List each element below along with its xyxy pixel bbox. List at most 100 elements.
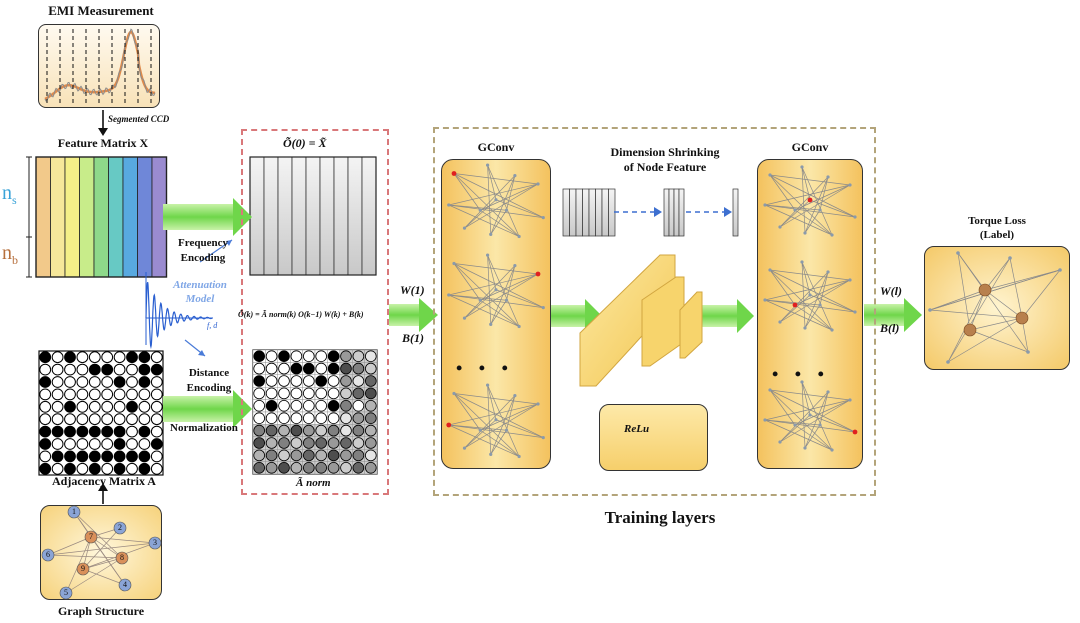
graph-node [800, 165, 804, 169]
adj-cell [101, 363, 114, 376]
graph-edge [779, 271, 829, 323]
graph-edge [490, 210, 507, 235]
training-layers-label: Training layers [604, 508, 716, 527]
graph-edge [448, 294, 544, 308]
adj-cell [76, 400, 89, 413]
graph-node [818, 208, 822, 212]
graph-node [541, 436, 545, 440]
graph-node [800, 380, 804, 384]
torque-graph-node [978, 283, 992, 297]
graph-edge [801, 166, 811, 201]
adj-cell [101, 400, 114, 413]
graph-edge [794, 304, 833, 331]
arrowhead-emi [98, 128, 108, 136]
anorm-cell [364, 387, 377, 400]
anorm-cell [352, 399, 365, 412]
graph-node [768, 173, 772, 177]
graph-edge [448, 204, 544, 218]
anorm-cell [364, 437, 377, 449]
adj-cell [138, 425, 151, 438]
ellipsis-right: • • • [772, 364, 830, 384]
network-graph [763, 165, 857, 237]
atten-arrow-up-head [226, 240, 232, 246]
graph-node-label: 8 [120, 553, 124, 562]
adj-cell [76, 388, 89, 401]
graph-edge [769, 269, 796, 306]
graph-edge [769, 269, 856, 313]
torque-graph-node [1026, 350, 1030, 354]
adj-cell [150, 425, 163, 438]
adj-cell [76, 438, 89, 450]
graph-edge [764, 299, 833, 331]
anorm-cell [340, 412, 352, 425]
anorm-cell [352, 449, 365, 462]
graph-edge [448, 424, 544, 438]
anorm-cell [340, 437, 352, 449]
graph-edge [448, 273, 539, 296]
anorm-cell [364, 399, 377, 412]
shrink-bar-small [732, 188, 739, 237]
n-s-label: ns [2, 182, 17, 207]
anorm-cell [352, 437, 365, 449]
anorm-cell [253, 449, 266, 462]
anorm-cell [290, 350, 303, 363]
graph-node [462, 226, 467, 230]
adj-cell [113, 363, 126, 376]
graph-edge [769, 389, 796, 426]
graph-edge [487, 165, 492, 235]
adj-cell [126, 363, 138, 376]
graph-edge [448, 294, 507, 301]
graph-node-label: 5 [64, 588, 68, 597]
o0-label: Õ(0) = X̃ [283, 136, 327, 150]
adjacency-matrix-title: Adjacency Matrix A [52, 474, 156, 488]
graph-node [541, 216, 545, 220]
torque-graph-edge [929, 269, 1061, 311]
anorm-cell [315, 437, 328, 449]
graph-node-label: 1 [72, 507, 76, 516]
emi-measurement-box [38, 24, 160, 108]
gconv-right-title: GConv [791, 140, 829, 154]
anorm-cell [278, 449, 290, 462]
graph-node [486, 383, 490, 387]
graph-edge [490, 430, 507, 455]
graph-edge [769, 389, 851, 401]
graph-edge [779, 279, 851, 323]
frequency-encoding-line1: Frequency [178, 237, 228, 249]
graph-node [853, 310, 857, 314]
graph-node [778, 440, 782, 444]
graph-edge [453, 263, 539, 275]
graph-edge [804, 304, 821, 329]
torque-graph-edge [1009, 257, 1023, 319]
graph-structure-node [115, 551, 129, 565]
graph-edge [453, 263, 544, 308]
graph-node [513, 264, 517, 268]
graph-node [808, 413, 812, 417]
torque-graph-node [928, 308, 932, 312]
torque-graph-edge [947, 317, 1023, 363]
graph-edge [453, 393, 481, 431]
anorm-cell [327, 449, 340, 462]
graph-edge [453, 173, 481, 211]
graph-node [763, 203, 767, 207]
graph-structure-node [84, 530, 98, 544]
graph-edge [464, 403, 539, 449]
graph-node [830, 448, 834, 452]
graph-edge [480, 299, 520, 327]
adj-cell [150, 351, 163, 364]
adj-cell [113, 351, 126, 364]
anorm-cell [364, 461, 377, 474]
graph-structure-edge [82, 568, 126, 586]
graph-node-label: 4 [123, 580, 127, 589]
graph-edge [487, 164, 520, 237]
adj-cell [126, 450, 138, 463]
anorm-cell [315, 461, 328, 474]
graph-node [763, 418, 767, 422]
adj-cell [64, 376, 76, 388]
anorm-cell [327, 437, 340, 449]
normalization-label: Normalization [170, 422, 238, 434]
anorm-cell [352, 375, 365, 387]
graph-node [486, 163, 490, 167]
graph-edge [809, 199, 856, 218]
adj-cell [76, 413, 89, 426]
graph-node [517, 324, 521, 329]
